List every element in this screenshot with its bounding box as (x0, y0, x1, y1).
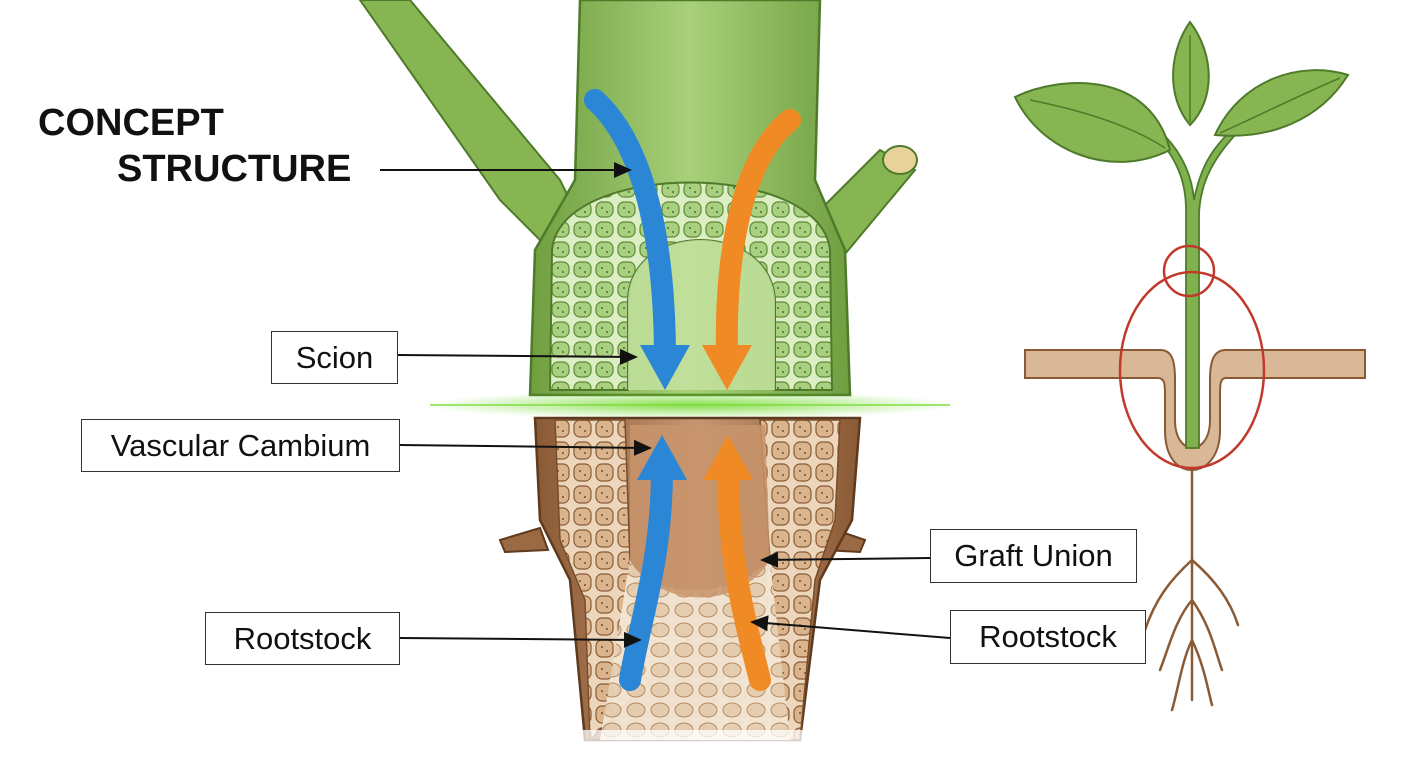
label-rootstock-left: Rootstock (205, 612, 400, 665)
leader-vascular-cambium (399, 439, 652, 456)
rootstock-stem (498, 416, 867, 770)
leader-rootstock-left (399, 631, 642, 648)
label-scion: Scion (271, 331, 398, 384)
label-graft-union: Graft Union (930, 529, 1137, 583)
downward-flow-arrow-orange (702, 109, 801, 390)
label-rootstock-right: Rootstock (950, 610, 1146, 664)
highlight-ellipse-large (1118, 270, 1266, 470)
downward-flow-arrow (584, 89, 690, 390)
leader-graft-union (760, 551, 931, 568)
upward-flow-arrow-blue (619, 435, 687, 691)
diagram-title-line2: STRUCTURE (117, 148, 352, 190)
upward-flow-arrow-orange (703, 435, 771, 691)
label-vascular-cambium: Vascular Cambium (81, 419, 400, 472)
leader-lines (380, 162, 951, 648)
highlight-circle-small (1162, 244, 1216, 298)
diagram-title-line1: CONCEPT (38, 102, 224, 144)
leader-rootstock-right (750, 615, 951, 639)
seedling-illustration (1013, 20, 1366, 712)
leader-scion (397, 348, 638, 365)
